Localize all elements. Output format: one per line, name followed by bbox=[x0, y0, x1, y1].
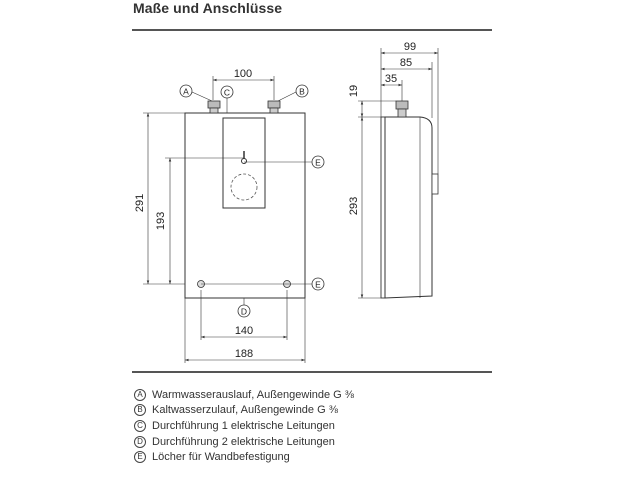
legend-item-a: A Warmwasserauslauf, Außengewinde G ⅜ bbox=[134, 387, 354, 403]
legend-item-d: D Durchführung 2 elektrische Leitungen bbox=[134, 434, 354, 450]
top-divider bbox=[132, 29, 492, 31]
callout-c: C bbox=[224, 88, 230, 98]
front-dial bbox=[230, 173, 258, 201]
legend-item-c: C Durchführung 1 elektrische Leitungen bbox=[134, 418, 354, 434]
legend-badge-a: A bbox=[134, 388, 146, 401]
side-view: 99 85 35 19 293 bbox=[348, 41, 439, 299]
legend: A Warmwasserauslauf, Außengewinde G ⅜ B … bbox=[134, 387, 354, 465]
callout-d-circle bbox=[237, 304, 251, 318]
dim-bottom-inner-label: 140 bbox=[235, 325, 253, 337]
dim-top-label: 100 bbox=[234, 68, 252, 80]
callout-c-circle bbox=[220, 85, 234, 99]
legend-text-c: Durchführung 1 elektrische Leitungen bbox=[152, 419, 335, 432]
legend-badge-b: B bbox=[134, 404, 146, 417]
callout-a: A bbox=[183, 87, 189, 97]
legend-text-d: Durchführung 2 elektrische Leitungen bbox=[152, 435, 335, 448]
side-connector bbox=[395, 100, 409, 110]
side-wall-plate bbox=[380, 116, 386, 299]
connector-a bbox=[207, 100, 221, 114]
page-title: Maße und Anschlüsse bbox=[133, 0, 283, 16]
callout-e-lower-circle bbox=[311, 277, 325, 291]
legend-item-e: E Löcher für Wandbefestigung bbox=[134, 449, 354, 465]
callout-e-lower: E bbox=[315, 280, 321, 290]
callout-e-upper-circle bbox=[311, 155, 325, 169]
legend-text-b: Kaltwasserzulauf, Außengewinde G ⅜ bbox=[152, 404, 338, 417]
callout-b: B bbox=[299, 87, 305, 97]
side-knob bbox=[431, 173, 439, 195]
dim-left-small-label: 19 bbox=[348, 85, 360, 97]
dim-top-mid-label: 85 bbox=[400, 57, 412, 69]
side-housing bbox=[384, 116, 433, 299]
bottom-divider bbox=[132, 371, 492, 373]
front-view: 100 291 193 140 188 A C B bbox=[134, 68, 325, 363]
dim-bottom-outer-label: 188 bbox=[235, 348, 253, 360]
legend-text-e: Löcher für Wandbefestigung bbox=[152, 451, 290, 464]
connector-b bbox=[267, 100, 281, 114]
callout-d: D bbox=[241, 307, 247, 317]
dim-top-outer-label: 99 bbox=[404, 41, 416, 53]
legend-badge-c: C bbox=[134, 419, 146, 432]
dim-left-outer-label: 291 bbox=[134, 194, 146, 212]
legend-text-a: Warmwasserauslauf, Außengewinde G ⅜ bbox=[152, 388, 354, 401]
callout-e-upper: E bbox=[315, 158, 321, 168]
dim-left-inner-label: 193 bbox=[155, 212, 167, 230]
legend-badge-e: E bbox=[134, 451, 146, 464]
keyhole bbox=[241, 158, 247, 164]
dim-left-large-label: 293 bbox=[348, 197, 360, 215]
legend-badge-d: D bbox=[134, 435, 146, 448]
callout-a-circle bbox=[179, 84, 193, 98]
dim-top-inner-label: 35 bbox=[385, 73, 397, 85]
callout-b-circle bbox=[295, 84, 309, 98]
legend-item-b: B Kaltwasserzulauf, Außengewinde G ⅜ bbox=[134, 403, 354, 419]
